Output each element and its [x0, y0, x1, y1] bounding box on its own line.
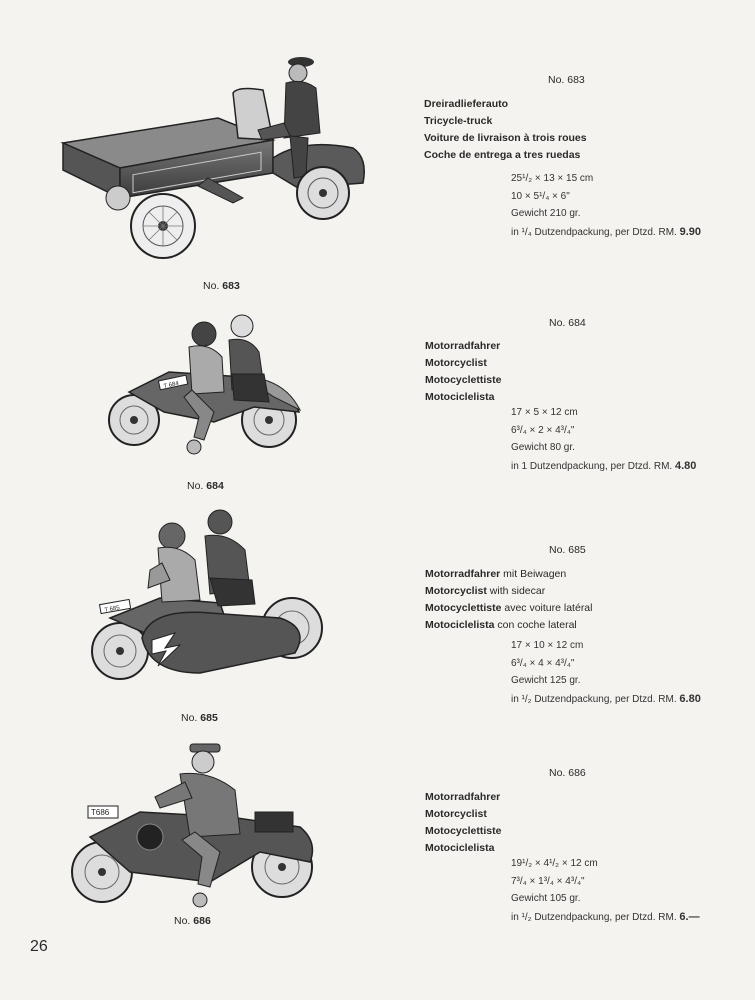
license-plate-685: T 685: [104, 605, 121, 614]
tricycle-truck-illustration: [60, 57, 365, 259]
item-686-number: No. 686: [549, 767, 586, 779]
item-685-caption: No. 685: [181, 712, 218, 724]
item-684-caption: No. 684: [187, 480, 224, 492]
item-683-number: No. 683: [548, 74, 585, 86]
item-683-specs: 25¹/₂ × 13 × 15 cm 10 × 5¹/₄ × 6" Gewich…: [511, 173, 702, 238]
item-685-specs: 17 × 10 × 12 cm 6³/₄ × 4 × 4³/₄" Gewicht…: [511, 640, 701, 705]
item-686-price: 6.—: [679, 910, 700, 923]
item-685-names: Motorradfahrer mit Beiwagen Motorcyclist…: [425, 568, 593, 631]
item-684-price: 4.80: [674, 459, 697, 472]
item-684-number: No. 684: [549, 317, 586, 329]
item-685-number: No. 685: [549, 544, 586, 556]
item-686-specs: 19¹/₂ × 4¹/₂ × 12 cm 7³/₄ × 1³/₄ × 4³/₄"…: [511, 858, 700, 923]
item-686-names: Motorradfahrer Motorcyclist Motocycletti…: [425, 791, 502, 854]
item-683-caption: No. 683: [203, 280, 240, 292]
motorcyclist-684-illustration: T 684: [108, 314, 302, 455]
item-683-price: 9.90: [679, 225, 702, 238]
item-684-names: Motorradfahrer Motorcyclist Motocycletti…: [425, 340, 502, 403]
motorcyclist-686-illustration: T686: [71, 743, 314, 908]
page-number: 26: [30, 938, 48, 955]
item-686-caption: No. 686: [174, 915, 211, 927]
item-685-price: 6.80: [679, 692, 701, 705]
license-plate-684: T 684: [163, 381, 180, 390]
motorcyclist-sidecar-685-illustration: T 685: [91, 509, 323, 680]
license-plate-686: T686: [91, 808, 110, 817]
item-684-specs: 17 × 5 × 12 cm 6³/₄ × 2 × 4³/₄" Gewicht …: [511, 407, 697, 472]
item-683-names: Dreiradlieferauto Tricycle-truck Voiture…: [424, 98, 587, 161]
